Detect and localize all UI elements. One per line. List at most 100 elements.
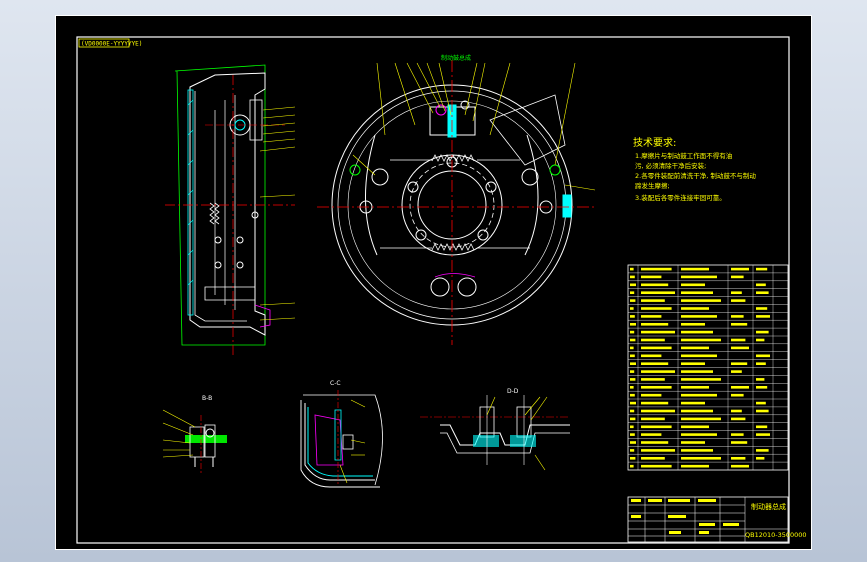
bom-cell-text: [731, 291, 742, 294]
bom-cell-text: [756, 425, 768, 429]
bom-cell-text: [630, 291, 635, 294]
bom-cell-text: [641, 441, 669, 444]
bom-cell-text: [630, 307, 634, 310]
section-bb: B-B: [162, 395, 227, 475]
bom-cell-text: [630, 393, 635, 397]
bom-cell-text: [681, 464, 709, 468]
bom-cell-text: [641, 354, 662, 358]
bom-cell-text: [641, 267, 672, 271]
bom-cell-text: [756, 386, 768, 389]
bom-cell-text: [756, 362, 766, 365]
bom-cell-text: [731, 393, 744, 397]
bom-cell-text: [630, 267, 634, 271]
bom-cell-text: [641, 275, 662, 279]
bom-cell-text: [731, 346, 749, 350]
bom-cell-text: [681, 299, 721, 302]
tech-req-line-2: 污, 必须清除干净后安装;: [635, 161, 706, 170]
bom-cell-text: [731, 267, 749, 271]
bom-cell-text: [630, 370, 635, 373]
bom-cell-text: [630, 362, 636, 365]
bom-cell-text: [681, 283, 705, 287]
front-view-label: 制动鼓总成: [441, 54, 471, 62]
bom-cell-text: [731, 409, 742, 413]
bom-cell-text: [641, 330, 675, 334]
bom-cell-text: [681, 330, 713, 334]
bom-cell-text: [731, 323, 748, 326]
bom-cell-text: [681, 417, 721, 421]
bom-cell-text: [756, 401, 766, 405]
bom-cell-text: [681, 449, 713, 452]
section-dd: D-D: [420, 388, 570, 471]
bom-cell-text: [630, 346, 634, 350]
bom-cell-text: [681, 275, 717, 279]
bom-cell-text: [630, 441, 636, 444]
bom-cell-text: [731, 433, 744, 436]
bom-cell-text: [681, 433, 717, 436]
bom-cell-text: [630, 299, 636, 302]
bom-cell-text: [756, 291, 769, 294]
bom-cell-text: [681, 401, 705, 405]
bom-cell-text: [681, 307, 709, 310]
bom-cell-text: [641, 386, 672, 389]
title-block-name: 制动器总成: [751, 502, 786, 511]
bom-cell-text: [630, 409, 635, 413]
bom-cell-text: [681, 386, 709, 389]
bom-cell-text: [630, 330, 635, 334]
bom-cell-text: [681, 362, 705, 365]
bom-cell-text: [681, 393, 717, 397]
bom-cell-text: [731, 362, 748, 365]
bom-cell-text: [641, 378, 665, 381]
bom-cell-text: [641, 283, 669, 287]
bom-cell-text: [731, 275, 744, 279]
bom-cell-text: [630, 464, 634, 468]
drawing-sheet: (VD0000E-YYYYYYE): [55, 15, 812, 550]
inner-frame: [76, 36, 790, 544]
bom-cell-text: [756, 315, 770, 318]
bom-cell-text: [641, 299, 665, 302]
bom-cell-text: [641, 464, 672, 468]
bom-cell-text: [756, 307, 768, 310]
bom-cell-text: [731, 299, 746, 302]
bom-cell-text: [641, 370, 675, 373]
bom-cell-text: [756, 267, 768, 271]
bom-cell-text: [641, 346, 672, 350]
bom-cell-text: [630, 386, 634, 389]
bom-cell-text: [630, 315, 635, 318]
bom-cell-text: [641, 433, 662, 436]
bom-cell-text: [630, 433, 635, 436]
bom-cell-text: [681, 267, 709, 271]
bom-cell-text: [731, 315, 744, 318]
bom-cell-text: [756, 409, 769, 413]
bom-cell-text: [630, 457, 636, 460]
bom-cell-text: [731, 386, 749, 389]
bom-cell-text: [641, 425, 672, 429]
bom-cell-text: [681, 346, 709, 350]
bom-cell-text: [731, 370, 742, 373]
drawing-canvas: (VD0000E-YYYYYYE): [55, 15, 812, 550]
bom-cell-text: [731, 338, 746, 342]
drawing-tag-box: [78, 38, 130, 48]
bom-cell-text: [641, 393, 662, 397]
bom-cell-text: [641, 307, 672, 310]
bom-cell-text: [630, 354, 635, 358]
bom-cell-text: [681, 291, 713, 294]
bom-cell-text: [681, 370, 713, 373]
bom-cell-text: [641, 338, 665, 342]
bom-cell-text: [731, 441, 748, 444]
bom-cell-text: [641, 417, 665, 421]
bom-table: [627, 264, 789, 471]
bom-cell-text: [630, 401, 636, 405]
tech-req-title: 技术要求:: [633, 136, 676, 149]
bom-cell-text: [641, 323, 669, 326]
bom-cell-text: [641, 457, 665, 460]
bom-cell-text: [630, 323, 636, 326]
bom-cell-text: [731, 417, 746, 421]
title-block: 制动器总成 QB12010-3500000: [627, 496, 807, 543]
bom-cell-text: [756, 433, 770, 436]
outer-frame: [55, 15, 812, 550]
tech-requirements: 技术要求: 1.摩擦片与制动鼓工作面不得有油 污, 必须清除干净后安装; 2.各…: [633, 136, 756, 202]
bom-cell-text: [630, 378, 636, 381]
section-cc-label: C-C: [330, 380, 341, 387]
bom-cell-text: [630, 425, 634, 429]
